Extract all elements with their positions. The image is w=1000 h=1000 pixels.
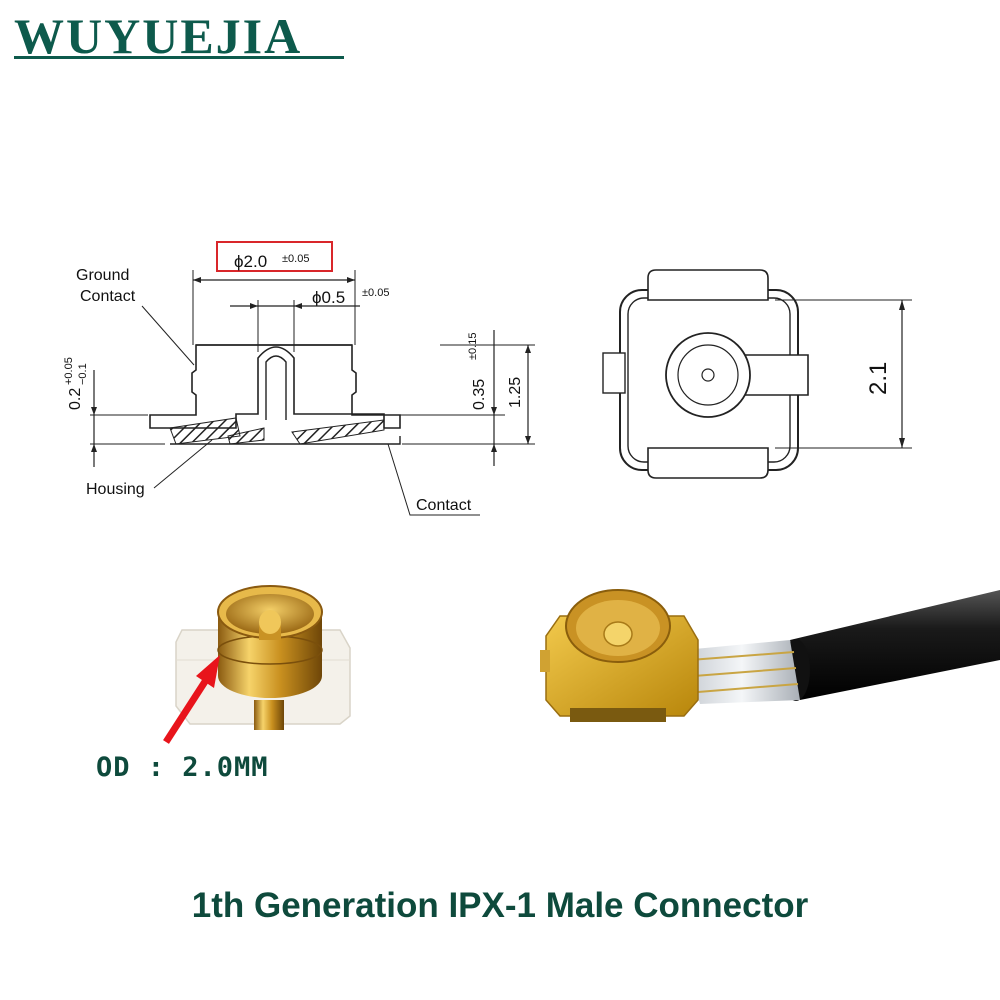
label-housing: Housing — [86, 481, 145, 498]
brand-underline — [14, 56, 344, 59]
diameter-pin-text: ϕ0.5 — [312, 288, 345, 307]
dim-body: 0.35 — [471, 379, 488, 410]
caption: 1th Generation IPX-1 Male Connector — [191, 886, 809, 925]
diameter-main-text: ϕ2.0 — [234, 252, 267, 271]
dim-body-tol: ±0.15 — [467, 333, 479, 360]
dim-base-tol-plus: +0.05 — [63, 357, 75, 385]
dim-base-tol-minus: −0.1 — [77, 363, 89, 385]
label-ground-contact-2: Contact — [80, 288, 136, 305]
label-contact: Contact — [416, 497, 472, 514]
dim-width: 2.1 — [865, 362, 892, 395]
od-label: OD : 2.0MM — [96, 752, 269, 783]
diameter-main-tol: ±0.05 — [282, 253, 309, 265]
label-ground-contact-1: Ground — [76, 267, 129, 284]
diameter-pin-tol: ±0.05 — [362, 287, 389, 299]
brand-logo: WUYUEJIA — [14, 8, 303, 64]
diameter-highlight-box — [216, 241, 333, 272]
dim-base: 0.2 — [67, 388, 84, 410]
dim-height: 1.25 — [507, 377, 524, 408]
